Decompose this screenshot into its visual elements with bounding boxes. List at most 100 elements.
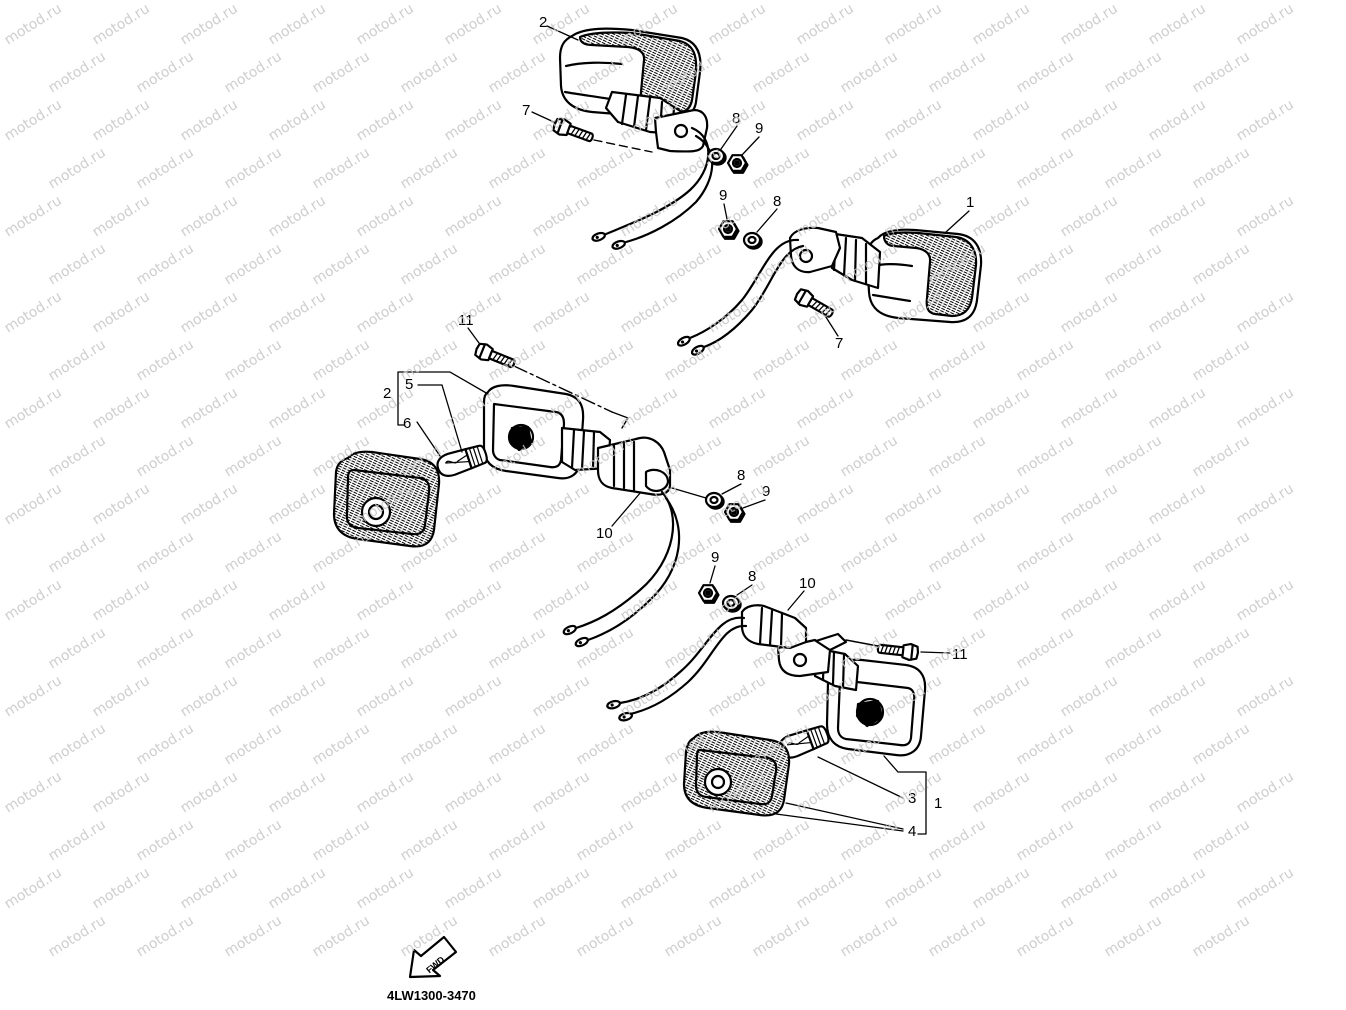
watermark-text: motod.ru [222, 625, 285, 673]
watermark-text: motod.ru [662, 337, 725, 385]
bulb-socket [855, 699, 884, 728]
watermark-text: motod.ru [442, 1, 505, 49]
leader-line [742, 499, 766, 509]
watermark-text: motod.ru [2, 673, 65, 721]
watermark-text: motod.ru [1190, 49, 1253, 97]
watermark-text: motod.ru [486, 721, 549, 769]
watermark-text: motod.ru [662, 913, 725, 961]
callout-label: 11 [952, 646, 968, 663]
watermark-text: motod.ru [266, 577, 329, 625]
watermark-text: motod.ru [926, 721, 989, 769]
callout-label: 10 [799, 575, 816, 592]
callout-label: 9 [762, 483, 770, 500]
watermark-text: motod.ru [618, 769, 681, 817]
watermark-text: motod.ru [134, 529, 197, 577]
assembly-lower-right [605, 584, 927, 817]
watermark-text: motod.ru [1146, 193, 1209, 241]
watermark-text: motod.ru [1234, 289, 1297, 337]
watermark-text: motod.ru [310, 49, 373, 97]
watermark-text: motod.ru [838, 49, 901, 97]
watermark-text: motod.ru [1234, 577, 1297, 625]
assembly-top [550, 27, 749, 252]
bracket-hole [792, 652, 808, 668]
leader-line [417, 384, 463, 453]
connector-ribs [612, 440, 636, 492]
watermark-text: motod.ru [838, 529, 901, 577]
callout-label: 8 [732, 110, 740, 127]
watermark-text: motod.ru [222, 433, 285, 481]
bracket-hole [798, 248, 814, 264]
watermark-text: motod.ru [1146, 673, 1209, 721]
watermark-text: motod.ru [926, 817, 989, 865]
watermark-text: motod.ru [46, 721, 109, 769]
watermark-text: motod.ru [1014, 529, 1077, 577]
watermark-text: motod.ru [90, 865, 153, 913]
watermark-text: motod.ru [90, 769, 153, 817]
watermark-text: motod.ru [134, 241, 197, 289]
leader-line [531, 111, 557, 124]
watermark-text: motod.ru [1102, 337, 1165, 385]
watermark-text: motod.ru [442, 769, 505, 817]
watermark-text: motod.ru [794, 769, 857, 817]
watermark-text: motod.ru [1014, 337, 1077, 385]
callout-label: 9 [711, 549, 719, 566]
watermark-text: motod.ru [310, 721, 373, 769]
watermark-text: motod.ru [178, 97, 241, 145]
watermark-text: motod.ru [1014, 433, 1077, 481]
watermark-text: motod.ru [706, 1, 769, 49]
watermark-text: motod.ru [266, 769, 329, 817]
watermark-text: motod.ru [486, 625, 549, 673]
watermark-text: motod.ru [134, 721, 197, 769]
watermark-text: motod.ru [574, 145, 637, 193]
watermark-text: motod.ru [662, 817, 725, 865]
assembly-line [845, 639, 879, 647]
watermark-text: motod.ru [46, 529, 109, 577]
watermark-text: motod.ru [354, 865, 417, 913]
bulb [433, 441, 491, 481]
watermark-text: motod.ru [46, 913, 109, 961]
assembly-dashed-line [593, 139, 653, 153]
diagram-part-code: 4LW1300-3470 [387, 988, 476, 1003]
watermark-text: motod.ru [1146, 577, 1209, 625]
watermark-text: motod.ru [354, 769, 417, 817]
watermark-text: motod.ru [1234, 385, 1297, 433]
watermark-text: motod.ru [750, 433, 813, 481]
leader-line [823, 313, 839, 337]
watermark-text: motod.ru [1014, 145, 1077, 193]
washer [721, 594, 742, 613]
callout-label: 7 [522, 102, 530, 119]
watermark-text: motod.ru [442, 673, 505, 721]
wire-terminal [617, 710, 634, 723]
watermark-text: motod.ru [1190, 913, 1253, 961]
watermark-text: motod.ru [574, 721, 637, 769]
leader-line [920, 651, 951, 654]
watermark-text: motod.ru [310, 241, 373, 289]
watermark-text: motod.ru [750, 49, 813, 97]
watermark-text: motod.ru [882, 577, 945, 625]
leader-line [723, 203, 728, 220]
watermark-text: motod.ru [530, 481, 593, 529]
watermark-text: motod.ru [222, 337, 285, 385]
watermark-text: motod.ru [398, 49, 461, 97]
watermark-text: motod.ru [354, 673, 417, 721]
watermark-text: motod.ru [398, 145, 461, 193]
watermark-text: motod.ru [882, 481, 945, 529]
watermark-text: motod.ru [222, 913, 285, 961]
mounting-bolt [550, 115, 597, 147]
watermark-text: motod.ru [1058, 769, 1121, 817]
watermark-text: motod.ru [794, 97, 857, 145]
watermark-text: motod.ru [266, 865, 329, 913]
wire-terminal [689, 342, 707, 358]
watermark-text: motod.ru [662, 241, 725, 289]
callout-label: 2 [383, 385, 391, 402]
watermark-text: motod.ru [926, 913, 989, 961]
watermark-text: motod.ru [1102, 49, 1165, 97]
watermark-text: motod.ru [134, 625, 197, 673]
watermark-text: motod.ru [926, 49, 989, 97]
housing-face-line [564, 61, 624, 68]
watermark-text: motod.ru [486, 913, 549, 961]
wire [586, 496, 681, 642]
watermark-text: motod.ru [486, 145, 549, 193]
wire-terminal [610, 238, 628, 252]
watermark-text: motod.ru [1102, 913, 1165, 961]
